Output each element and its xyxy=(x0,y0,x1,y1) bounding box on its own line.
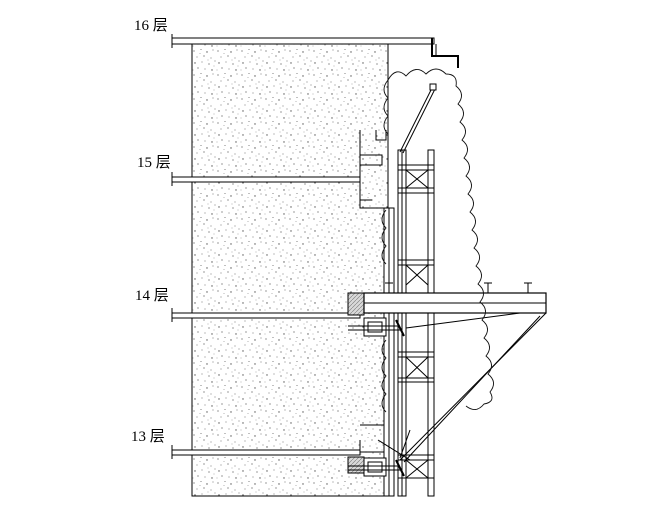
cantilever-beam xyxy=(363,282,547,314)
floor-label-15: 15 层 xyxy=(137,155,171,171)
top-tie-rod xyxy=(399,83,437,154)
frame-columns xyxy=(383,149,435,497)
safety-net xyxy=(381,68,494,413)
floor-slab-13 xyxy=(171,445,365,474)
floor-label-13: 13 层 xyxy=(131,429,165,445)
core-wall xyxy=(191,43,389,497)
anchor-bracket-13 xyxy=(348,457,405,477)
frame-bracing xyxy=(405,169,429,479)
floor-label-16: 16 层 xyxy=(134,18,168,34)
floor-slab-16 xyxy=(171,34,459,68)
floor-slab-15 xyxy=(171,172,361,186)
support-struts xyxy=(377,312,547,463)
anchor-bracket-14 xyxy=(348,317,405,337)
floor-label-14: 14 层 xyxy=(135,288,169,304)
